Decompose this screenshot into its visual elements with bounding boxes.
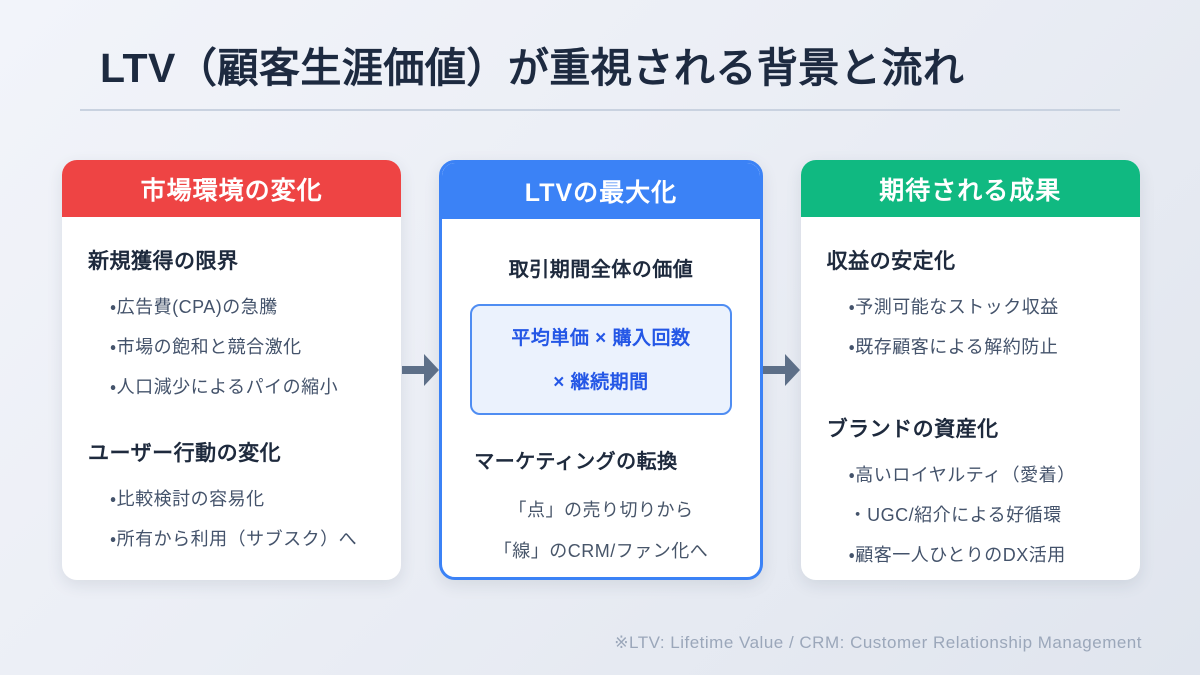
card-expected-results-body: 収益の安定化 ・予測可能なストック収益 ・既存顧客による解約防止 ブランドの資産… xyxy=(801,217,1140,575)
title-divider xyxy=(80,109,1120,111)
list-item: ・顧客一人ひとりのDX活用 xyxy=(848,545,1066,565)
right-arrow-icon xyxy=(763,354,801,386)
list-item: ・所有から利用（サブスク）へ xyxy=(110,529,358,549)
bullet-list: ・予測可能なストック収益 ・既存顧客による解約防止 xyxy=(827,287,1114,367)
list-item: ・広告費(CPA)の急騰 xyxy=(110,297,278,317)
card-expected-results: 期待される成果 収益の安定化 ・予測可能なストック収益 ・既存顧客による解約防止… xyxy=(800,160,1140,580)
list-item: ・高いロイヤルティ（愛着） xyxy=(848,465,1076,485)
section-heading: 収益の安定化 xyxy=(826,250,956,273)
list-item: ・既存顧客による解約防止 xyxy=(848,337,1059,357)
ltv-formula-box: 平均単価 × 購入回数 × 継続期間 xyxy=(469,304,732,415)
arrow-cell xyxy=(763,354,801,386)
list-item: ・予測可能なストック収益 xyxy=(848,297,1059,317)
flow-diagram: 市場環境の変化 新規獲得の限界 ・広告費(CPA)の急騰 ・市場の飽和と競合激化… xyxy=(62,160,1140,580)
shift-line: 「線」のCRM/ファン化へ xyxy=(493,541,709,561)
right-arrow-icon xyxy=(401,354,439,386)
card-market-change-header: 市場環境の変化 xyxy=(62,160,402,217)
card-ltv-maximization-header: LTVの最大化 xyxy=(442,163,760,219)
card-expected-results-header: 期待される成果 xyxy=(800,160,1140,217)
list-item: ・比較検討の容易化 xyxy=(110,489,265,509)
card-ltv-maximization: LTVの最大化 取引期間全体の価値 平均単価 × 購入回数 × 継続期間 マーケ… xyxy=(439,160,763,580)
shift-description: 「点」の売り切りから 「線」のCRM/ファン化へ xyxy=(468,490,733,572)
shift-line: 「点」の売り切りから xyxy=(508,500,694,520)
value-heading: 取引期間全体の価値 xyxy=(508,259,694,281)
arrow-shaft xyxy=(763,366,788,374)
list-item: ・UGC/紹介による好循環 xyxy=(848,505,1062,525)
section-heading: ブランドの資産化 xyxy=(826,418,999,441)
arrow-cell xyxy=(401,354,439,386)
arrow-head xyxy=(423,354,439,386)
arrow-head xyxy=(785,354,801,386)
formula-line: × 継続期間 xyxy=(553,372,649,393)
card-ltv-maximization-body: 取引期間全体の価値 平均単価 × 購入回数 × 継続期間 マーケティングの転換 … xyxy=(442,219,759,572)
section-heading: ユーザー行動の変化 xyxy=(88,442,282,465)
shift-heading: マーケティングの転換 xyxy=(474,451,678,473)
card-market-change: 市場環境の変化 新規獲得の限界 ・広告費(CPA)の急騰 ・市場の飽和と競合激化… xyxy=(62,160,402,580)
list-item: ・市場の飽和と競合激化 xyxy=(110,337,302,357)
bullet-list: ・比較検討の容易化 ・所有から利用（サブスク）へ xyxy=(88,479,375,559)
arrow-shaft xyxy=(401,366,426,374)
formula-line: 平均単価 × 購入回数 xyxy=(511,328,691,349)
bullet-list: ・広告費(CPA)の急騰 ・市場の飽和と競合激化 ・人口減少によるパイの縮小 xyxy=(88,287,375,407)
footnote: ※LTV: Lifetime Value / CRM: Customer Rel… xyxy=(614,633,1142,652)
card-market-change-body: 新規獲得の限界 ・広告費(CPA)の急騰 ・市場の飽和と競合激化 ・人口減少によ… xyxy=(62,217,401,559)
list-item: ・人口減少によるパイの縮小 xyxy=(110,377,339,397)
page-title: LTV（顧客生涯価値）が重視される背景と流れ xyxy=(100,45,965,91)
section-heading: 新規獲得の限界 xyxy=(88,250,239,273)
bullet-list: ・高いロイヤルティ（愛着） ・UGC/紹介による好循環 ・顧客一人ひとりのDX活… xyxy=(827,455,1114,575)
